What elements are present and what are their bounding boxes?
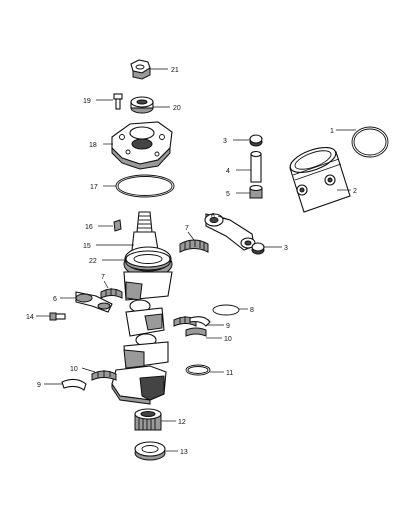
- bearing-housing: [111, 121, 173, 170]
- label-20: 20: [173, 105, 181, 112]
- label-7-upper: 7: [185, 225, 189, 232]
- label-19: 19: [83, 98, 91, 105]
- label-8: 8: [250, 307, 254, 314]
- label-21: 21: [171, 67, 179, 74]
- label-10-lower: 10: [70, 366, 78, 373]
- label-3-bottom: 3: [284, 245, 288, 252]
- label-4: 4: [226, 168, 230, 175]
- label-6-rod: 6: [211, 213, 215, 220]
- needle-cage-upper: [179, 239, 209, 253]
- split-ring: [185, 364, 211, 376]
- woodruff-key: [113, 219, 122, 232]
- label-11: 11: [226, 370, 233, 377]
- label-5: 5: [226, 191, 230, 198]
- piston: [289, 146, 351, 213]
- label-22: 22: [89, 258, 97, 265]
- o-ring: [115, 174, 175, 198]
- label-14: 14: [26, 314, 34, 321]
- label-15: 15: [83, 243, 91, 250]
- needle-bearing: [134, 408, 162, 431]
- retainer-top: [249, 134, 263, 147]
- label-6-cap: 6: [53, 296, 57, 303]
- lower-seal: [134, 441, 166, 461]
- oil-seal: [130, 96, 154, 114]
- label-18: 18: [89, 142, 97, 149]
- nut: [130, 59, 151, 80]
- label-1: 1: [330, 128, 334, 135]
- label-17: 17: [90, 184, 98, 191]
- label-12: 12: [178, 419, 186, 426]
- label-7-lower: 7: [101, 274, 105, 281]
- label-2: 2: [353, 188, 357, 195]
- connecting-rod: [204, 213, 256, 251]
- label-9-lower: 9: [37, 382, 41, 389]
- piston-pin: [250, 150, 262, 183]
- main-bearing: [125, 250, 171, 271]
- bearing-race-lower: [61, 378, 87, 391]
- needle-cage-10-upper: [185, 327, 207, 337]
- crankshaft: [111, 211, 173, 405]
- label-3-top: 3: [223, 138, 227, 145]
- label-9-upper: 9: [226, 323, 230, 330]
- label-16: 16: [85, 224, 93, 231]
- leader-lines: [36, 68, 356, 452]
- part-labels: 21 20 19 18 17 16 15 22 3 4 5 6 3 1 2 7 …: [26, 67, 357, 456]
- piston-ring: [351, 126, 389, 158]
- needle-cage-lower: [100, 288, 123, 299]
- pin-bearing: [249, 184, 263, 199]
- bearing-race-half: [189, 316, 211, 327]
- rod-cap: [75, 291, 113, 313]
- retainer-bottom: [251, 242, 265, 255]
- needle-cage-10-lower: [91, 370, 117, 381]
- cap-bolt: [49, 312, 66, 321]
- bolt: [113, 93, 123, 110]
- retaining-clip: [212, 304, 240, 316]
- label-10-upper: 10: [224, 336, 232, 343]
- label-13: 13: [180, 449, 188, 456]
